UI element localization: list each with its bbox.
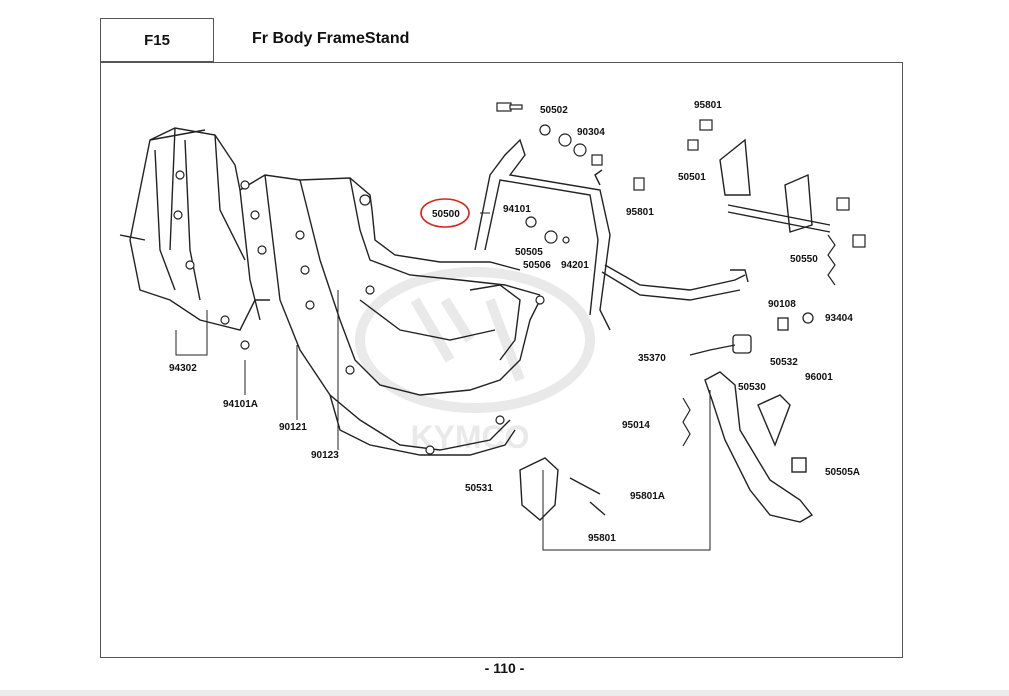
part-labels: 50502 90304 95801 50501 50500 94101 5050… <box>169 100 860 544</box>
label-50500: 50500 <box>432 209 460 220</box>
bottom-rule <box>0 690 1009 696</box>
side-stand <box>704 371 814 523</box>
label-94101A: 94101A <box>223 399 258 410</box>
frame-bolts <box>173 170 545 455</box>
label-95014: 95014 <box>622 420 650 431</box>
highlight-circle <box>420 198 470 228</box>
label-90108: 90108 <box>768 299 796 310</box>
section-code: F15 <box>144 31 170 49</box>
label-90123: 90123 <box>311 450 339 461</box>
label-90304: 90304 <box>577 127 605 138</box>
label-90121: 90121 <box>279 422 307 433</box>
spring-50550 <box>682 234 836 447</box>
label-50506: 50506 <box>523 260 551 271</box>
main-stand <box>474 138 749 331</box>
label-96001: 96001 <box>805 372 833 383</box>
bracket-50531 <box>519 457 606 521</box>
label-95801A: 95801A <box>630 491 665 502</box>
leader-lines <box>175 212 711 551</box>
label-94302: 94302 <box>169 363 197 374</box>
label-95801-mid: 95801 <box>626 207 654 218</box>
body-frame <box>119 127 541 456</box>
label-95801-top: 95801 <box>694 100 722 111</box>
label-35370: 35370 <box>638 353 666 364</box>
label-50501: 50501 <box>678 172 706 183</box>
bracket-50501 <box>719 138 831 233</box>
section-code-box <box>100 18 214 62</box>
diagram-frame <box>100 62 903 658</box>
label-50502: 50502 <box>540 105 568 116</box>
stand-hardware <box>496 102 866 248</box>
label-50505: 50505 <box>515 247 543 258</box>
label-93404: 93404 <box>825 313 853 324</box>
page-number: - 110 - <box>484 660 525 676</box>
label-50531: 50531 <box>465 483 493 494</box>
label-50505A: 50505A <box>825 467 860 478</box>
label-50550: 50550 <box>790 254 818 265</box>
label-50532: 50532 <box>770 357 798 368</box>
label-94201: 94201 <box>561 260 589 271</box>
label-50530: 50530 <box>738 382 766 393</box>
label-95801-bot: 95801 <box>588 533 616 544</box>
side-stand-switch <box>689 312 814 356</box>
label-94101: 94101 <box>503 204 531 215</box>
watermark-logo: KYMCO <box>355 267 595 455</box>
page-title: Fr Body FrameStand <box>252 30 410 47</box>
